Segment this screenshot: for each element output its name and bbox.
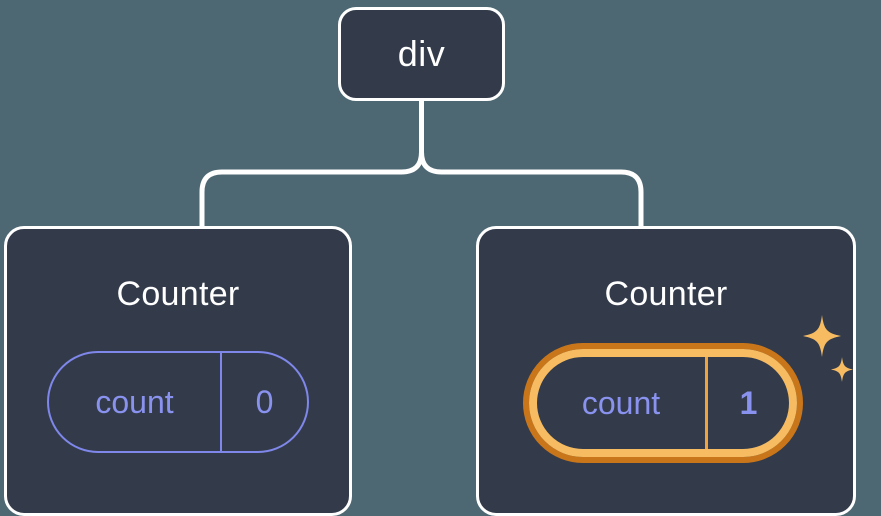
state-pill-count-right[interactable]: count 1	[523, 343, 803, 463]
state-pill-value-cell: 0	[222, 353, 307, 451]
diagram-canvas: div Counter count 0 Counter count 1	[4, 7, 856, 516]
state-value-label: 1	[739, 385, 758, 421]
state-pill-value-cell: 1	[708, 357, 789, 449]
counter-right-title: Counter	[604, 275, 728, 313]
state-pill-key-cell: count	[537, 357, 708, 449]
state-pill-outer-ring	[523, 343, 803, 463]
state-value-label: 0	[255, 384, 274, 420]
counter-left-title: Counter	[116, 275, 240, 313]
node-counter-right[interactable]: Counter count 1	[476, 226, 856, 516]
node-div[interactable]: div	[338, 7, 505, 101]
state-key-label: count	[95, 384, 174, 420]
state-pill-count-left[interactable]: count 0	[47, 351, 309, 453]
state-pill-inner-ring: count 1	[529, 349, 797, 457]
node-div-label: div	[397, 33, 446, 74]
connector-branch-right	[419, 149, 644, 231]
state-pill-key-cell: count	[49, 353, 222, 451]
node-counter-left[interactable]: Counter count 0	[4, 226, 352, 516]
connector-branch-left	[199, 149, 424, 231]
state-key-label: count	[581, 385, 661, 421]
